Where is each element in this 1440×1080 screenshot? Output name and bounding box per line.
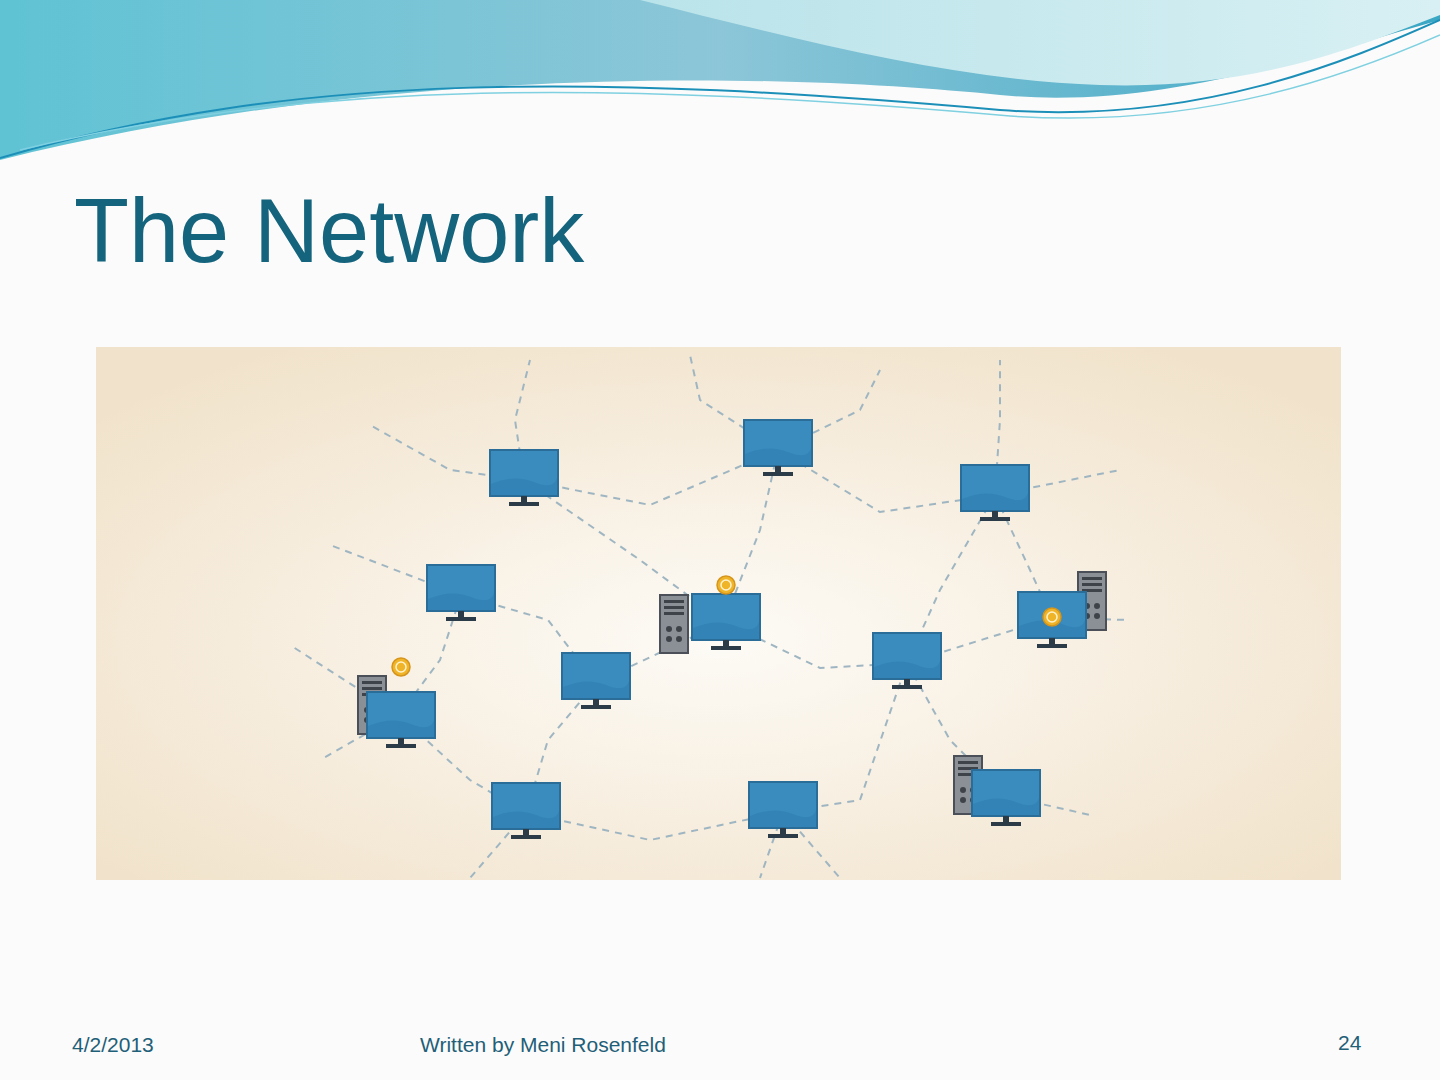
footer-date: 4/2/2013 (72, 1033, 154, 1057)
header-wave (0, 0, 1440, 160)
slide-number: 24 (1338, 1031, 1361, 1055)
header-wave (640, 0, 1440, 85)
slide-title: The Network (74, 182, 584, 281)
header-line (20, 35, 1440, 150)
footer-author: Written by Meni Rosenfeld (420, 1033, 666, 1057)
header-line (0, 20, 1440, 158)
network-links (290, 355, 1130, 878)
computers (358, 420, 1106, 839)
illustration-panel (96, 347, 1341, 880)
